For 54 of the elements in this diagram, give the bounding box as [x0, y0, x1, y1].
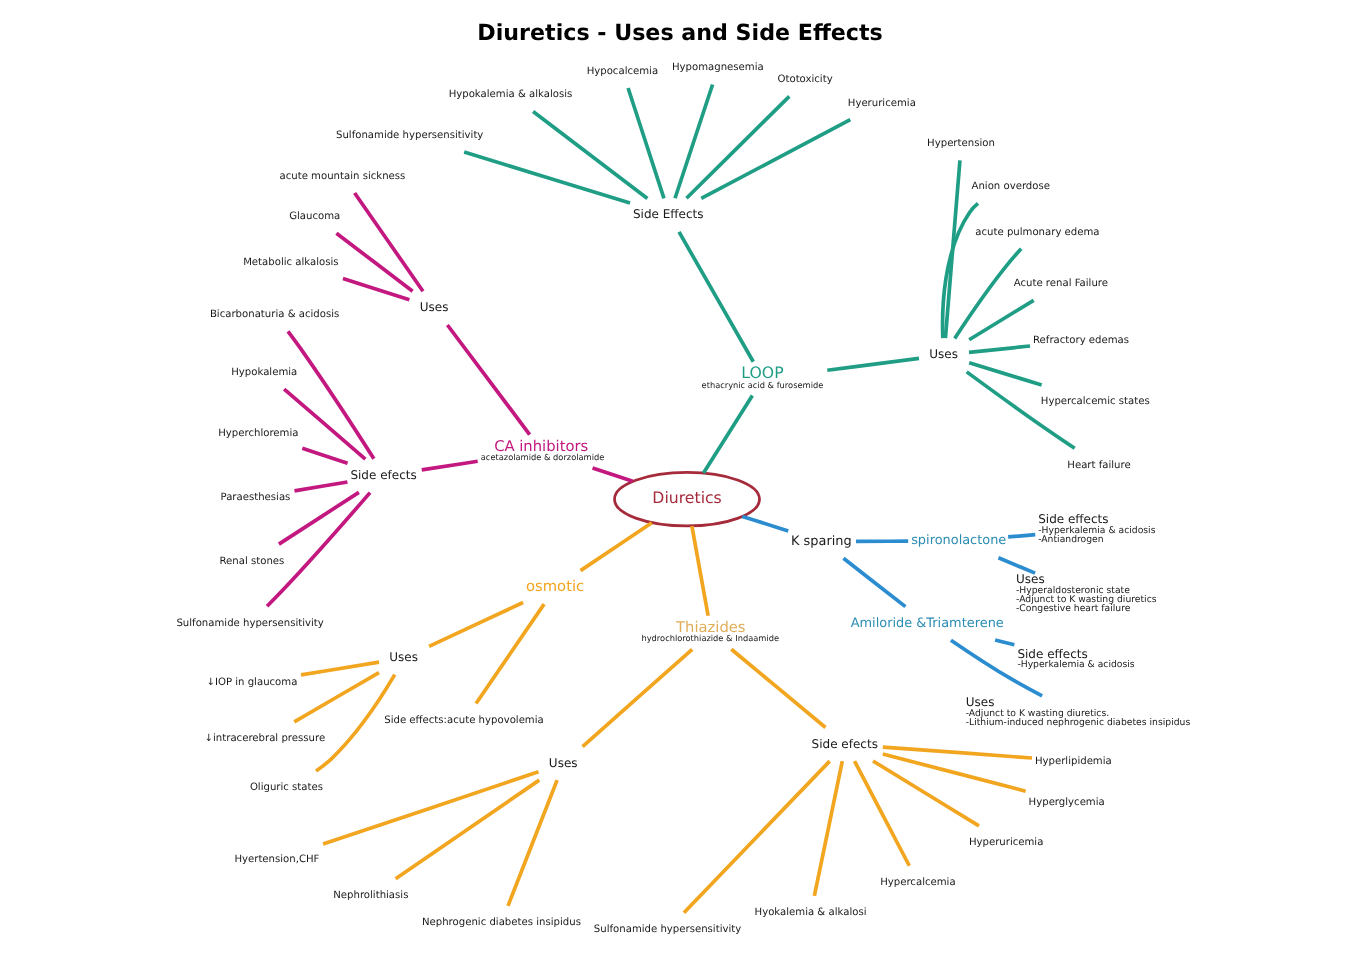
connector [427, 600, 523, 649]
connector [672, 83, 714, 199]
connector [420, 459, 477, 472]
connector [952, 247, 1022, 340]
connector [313, 673, 396, 773]
connector [580, 648, 693, 748]
connector [473, 603, 545, 705]
connector [393, 778, 540, 881]
connector [942, 160, 961, 339]
connector [700, 394, 753, 474]
connector [505, 779, 558, 907]
connector [292, 671, 379, 724]
connector [993, 638, 1014, 647]
connector [300, 446, 348, 466]
connector [964, 370, 1075, 450]
connector [811, 760, 844, 897]
connector [444, 323, 531, 436]
connector [352, 191, 424, 293]
connector [996, 556, 1035, 575]
connector [1006, 532, 1035, 539]
connector [281, 387, 366, 461]
diagram-title: Diuretics - Uses and Side Effects [476, 20, 882, 47]
connector [578, 521, 652, 573]
connector [881, 745, 1032, 760]
connector [676, 231, 754, 363]
connector [729, 647, 826, 729]
connector [740, 514, 788, 533]
connector [276, 490, 359, 546]
connector [871, 759, 979, 828]
connector [590, 466, 633, 483]
connector [334, 231, 413, 293]
connector [625, 87, 665, 199]
connector [855, 539, 908, 544]
connector [826, 356, 919, 373]
connector [967, 298, 1034, 342]
connector [321, 770, 539, 846]
connector [341, 276, 409, 302]
connector [293, 480, 347, 493]
connector [967, 361, 1042, 387]
connector [939, 201, 979, 339]
connector [699, 118, 851, 200]
connector [851, 760, 910, 867]
connector [681, 759, 830, 914]
connector [285, 330, 375, 460]
connector [530, 110, 648, 200]
connector [264, 491, 371, 608]
connector [684, 95, 790, 200]
connector [841, 556, 906, 609]
connector [462, 150, 630, 205]
connector [948, 638, 1042, 698]
connector [967, 344, 1030, 355]
connector [689, 525, 709, 617]
connector [881, 752, 1026, 793]
connector [299, 660, 379, 677]
